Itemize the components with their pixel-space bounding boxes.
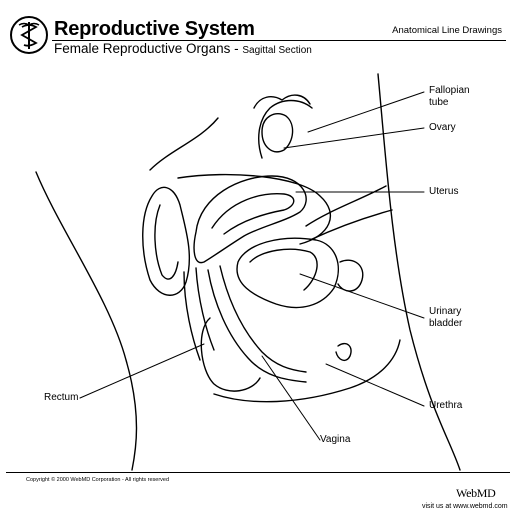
subtitle-main: Female Reproductive Organs [54,41,231,56]
label-bladder-line1: Urinary [429,306,462,317]
copyright-text: Copyright © 2000 WebMD Corporation - All… [26,477,170,483]
leader-fallopian [307,91,425,133]
subtitle-section: Sagittal Section [242,45,312,56]
bladder-inner [249,248,318,291]
perineum-line [213,339,401,403]
label-ovary: Ovary [429,122,456,133]
label-urethra: Urethra [429,400,463,411]
sacrum-line-2 [309,209,393,241]
subtitle-dash: - [230,41,243,56]
back-body-contour [377,73,461,471]
uterus-cavity [211,193,295,235]
label-urinary-bladder: Urinary bladder [429,306,462,330]
leader-ovary [283,127,425,149]
caduceus-icon [10,16,48,54]
page-subtitle: Female Reproductive Organs - Sagittal Se… [54,41,312,56]
brand-logo: WebMD [456,486,496,500]
pubic-bone [337,259,364,292]
fimbriae [253,94,311,109]
label-vagina: Vagina [320,434,351,445]
intestine-loop [142,186,191,296]
page-title: Reproductive System [54,18,255,40]
label-fallopian-line1: Fallopian [429,85,470,96]
label-uterus: Uterus [429,186,459,197]
vagina-wall-front [219,265,307,373]
rectum-wall-back [183,271,201,361]
ovary-shape [261,113,294,153]
leader-urethra [325,363,425,407]
sacrum-line [305,185,387,227]
rectum-ampulla [200,317,261,392]
rectum-wall-front [195,267,215,351]
front-body-contour [35,171,138,471]
label-fallopian-tube: Fallopian tube [429,85,470,109]
header-rule [52,40,506,41]
clitoral-detail [335,342,352,362]
peritoneum-line [177,173,331,245]
footer-rule [6,472,510,473]
vagina-wall-back [207,269,307,383]
label-rectum: Rectum [44,392,79,403]
label-fallopian-line2: tube [429,97,449,108]
leader-vagina [261,355,321,441]
fallopian-tube [258,99,313,159]
visit-link[interactable]: visit us at www.webmd.com [422,503,508,510]
intestine-loop-inner [154,204,179,280]
label-bladder-line2: bladder [429,318,463,329]
series-title: Anatomical Line Drawings [392,25,502,36]
uterus-shape [193,175,307,264]
bladder-shape [236,237,339,309]
abdomen-contour [149,117,219,171]
leader-bladder [299,273,425,319]
leader-rectum [79,343,205,399]
